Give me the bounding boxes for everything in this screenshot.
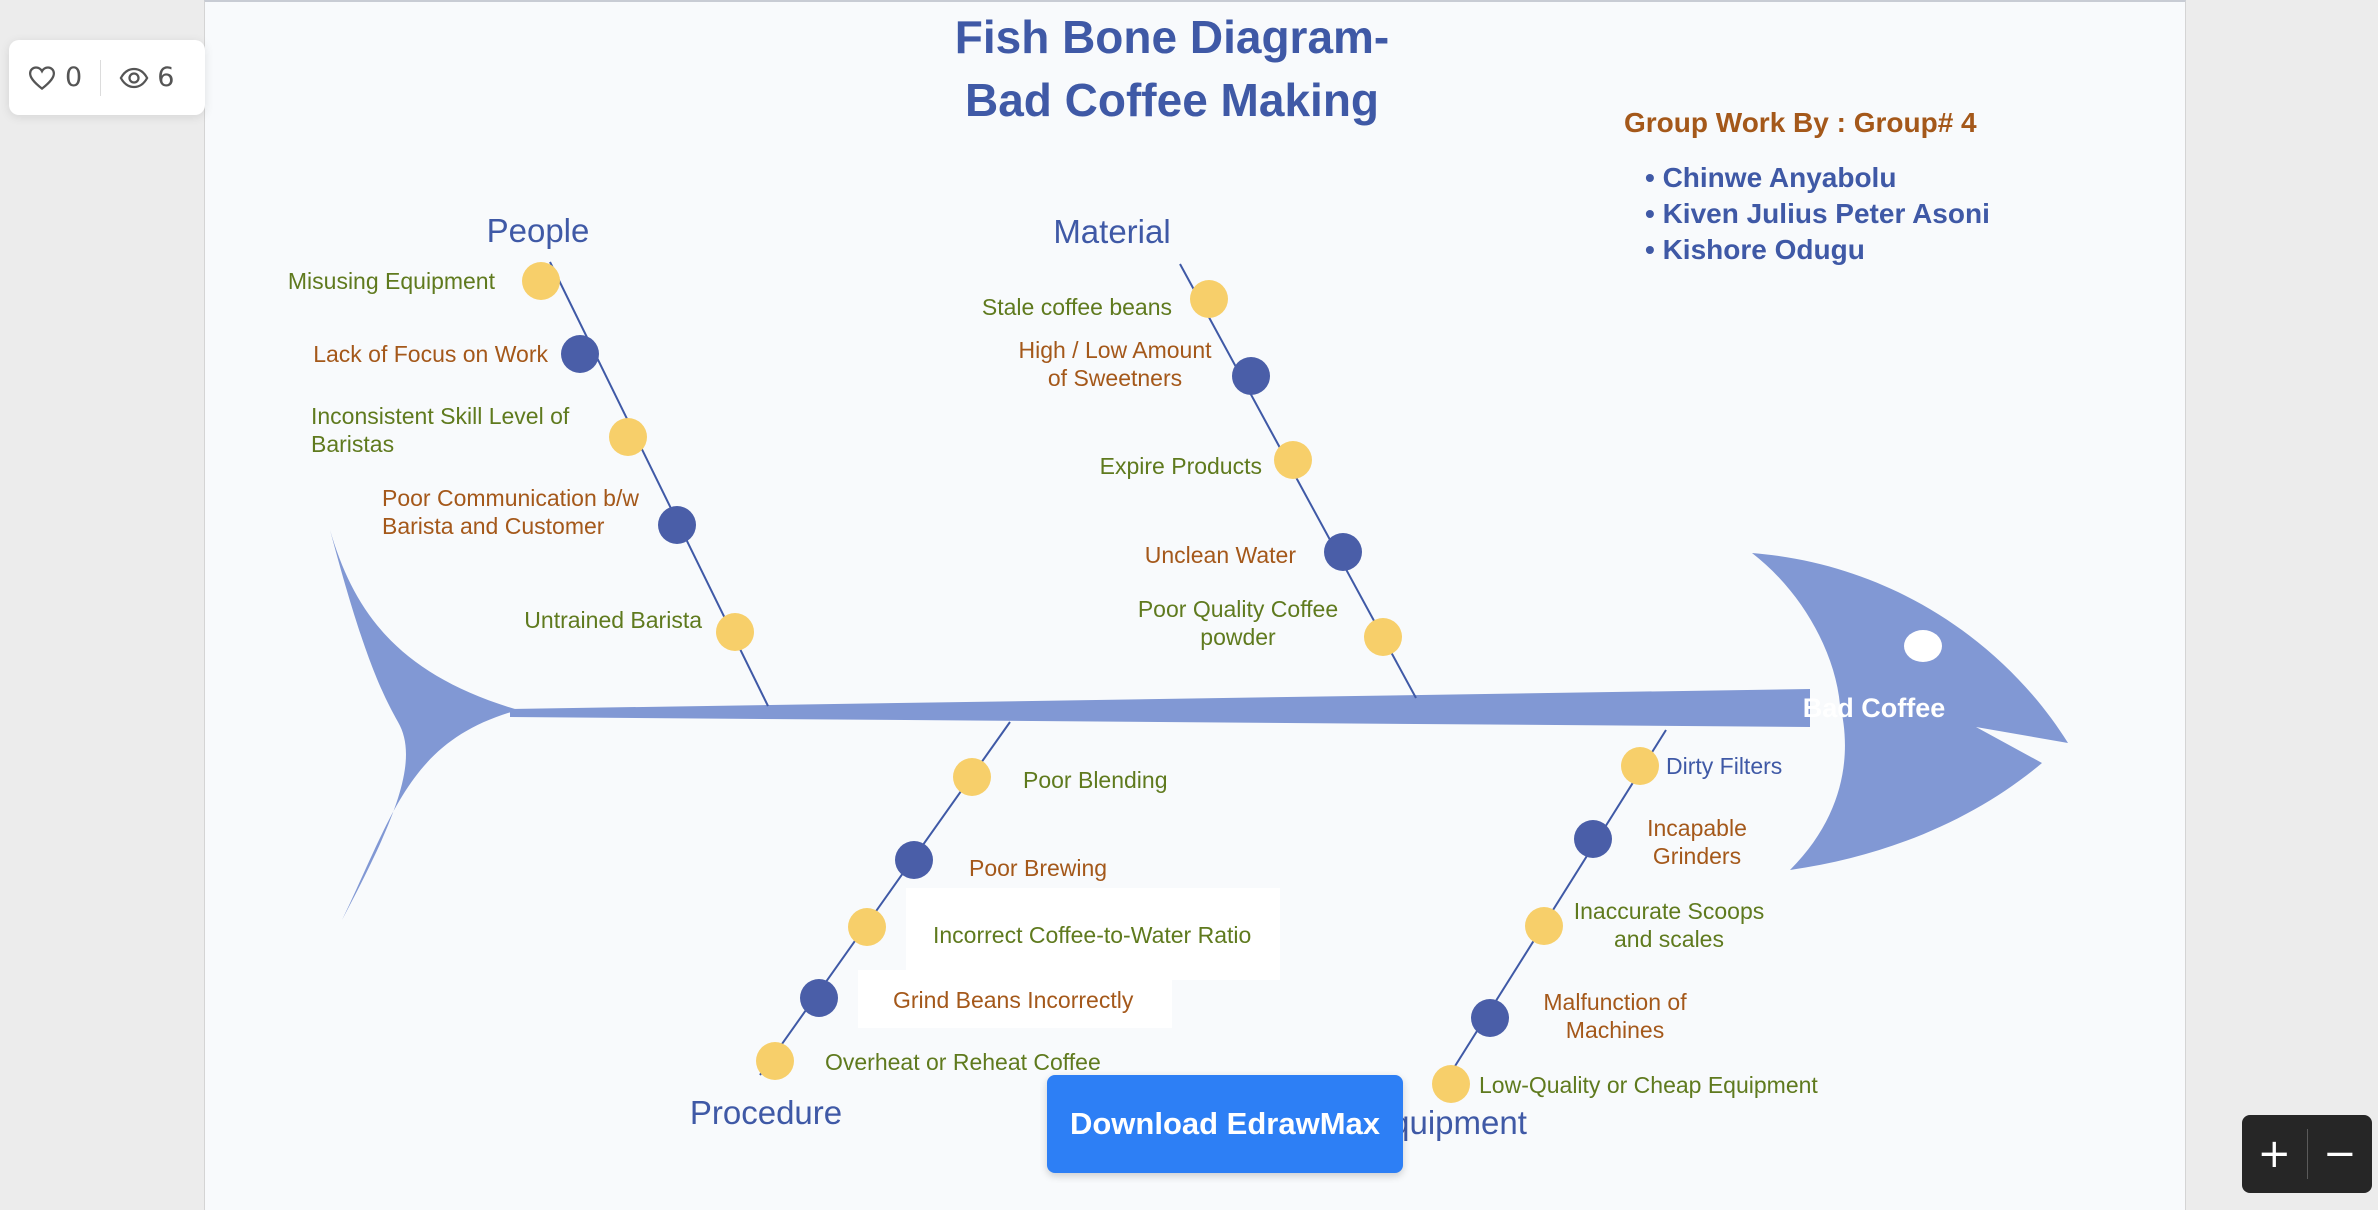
view-count: 6 bbox=[157, 62, 175, 93]
material-cause-node bbox=[1364, 618, 1402, 656]
material-cause-node bbox=[1274, 441, 1312, 479]
fish-spine bbox=[510, 689, 1810, 727]
equipment-cause-node bbox=[1621, 747, 1659, 785]
download-edrawmax-button[interactable]: Download EdrawMax bbox=[1047, 1075, 1403, 1173]
cause-label-line: and scales bbox=[1614, 926, 1724, 952]
equipment-cause-node bbox=[1432, 1065, 1470, 1103]
heart-icon bbox=[28, 65, 56, 90]
cause-label-line: Poor Brewing bbox=[969, 855, 1107, 881]
people-cause-node bbox=[609, 418, 647, 456]
people-cause-label: Misusing Equipment bbox=[288, 268, 496, 294]
procedure-cause-node bbox=[895, 841, 933, 879]
effect-label: Bad Coffee bbox=[1803, 693, 1946, 723]
cause-label-line: Inaccurate Scoops bbox=[1574, 898, 1765, 924]
cause-label-line: Grind Beans Incorrectly bbox=[893, 987, 1134, 1013]
procedure-cause-node bbox=[848, 908, 886, 946]
material-cause-node bbox=[1324, 533, 1362, 571]
cause-label-line: Poor Communication b/w bbox=[382, 485, 639, 511]
group-member-1: • Chinwe Anyabolu bbox=[1645, 162, 1896, 193]
group-member-2: • Kiven Julius Peter Asoni bbox=[1645, 198, 1990, 229]
cause-label-line: Low-Quality or Cheap Equipment bbox=[1479, 1072, 1818, 1098]
cause-label-line: Unclean Water bbox=[1145, 542, 1297, 568]
stats-divider bbox=[100, 59, 102, 96]
cause-label-line: Expire Products bbox=[1100, 453, 1262, 479]
stats-bar: 0 6 bbox=[9, 40, 205, 115]
procedure-cause-label: Overheat or Reheat Coffee bbox=[825, 1049, 1101, 1075]
equipment-cause-node bbox=[1525, 907, 1563, 945]
like-counter[interactable]: 0 bbox=[9, 58, 100, 98]
people-cause-node bbox=[658, 506, 696, 544]
cause-label-line: Poor Blending bbox=[1023, 767, 1168, 793]
equipment-cause-label: Low-Quality or Cheap Equipment bbox=[1479, 1072, 1818, 1098]
procedure-cause-node bbox=[756, 1042, 794, 1080]
cause-label-line: Incorrect Coffee-to-Water Ratio bbox=[933, 922, 1251, 948]
cause-label-line: Poor Quality Coffee bbox=[1138, 596, 1338, 622]
people-cause-node bbox=[561, 335, 599, 373]
cause-label-line: Overheat or Reheat Coffee bbox=[825, 1049, 1101, 1075]
equipment-cause-node bbox=[1471, 999, 1509, 1037]
cause-label-line: High / Low Amount bbox=[1018, 337, 1212, 363]
fish-tail bbox=[330, 530, 518, 920]
material-cause-label: Unclean Water bbox=[1145, 542, 1297, 568]
people-category-label: People bbox=[487, 212, 590, 249]
people-cause-label: Untrained Barista bbox=[524, 607, 702, 633]
material-cause-node bbox=[1232, 357, 1270, 395]
diagram-title-line-1: Fish Bone Diagram- bbox=[955, 11, 1390, 63]
people-cause-label: Lack of Focus on Work bbox=[313, 341, 548, 367]
procedure-cause-node bbox=[800, 979, 838, 1017]
cause-label-line: Misusing Equipment bbox=[288, 268, 496, 294]
material-cause-label: Expire Products bbox=[1100, 453, 1262, 479]
cause-label-line: Dirty Filters bbox=[1666, 753, 1782, 779]
cause-label-line: Lack of Focus on Work bbox=[313, 341, 548, 367]
zoom-in-button[interactable]: + bbox=[2257, 1131, 2291, 1177]
label-backdrop bbox=[858, 970, 1172, 1028]
group-member-3: • Kishore Odugu bbox=[1645, 234, 1865, 265]
fish-eye bbox=[1904, 630, 1942, 662]
eye-icon bbox=[119, 67, 149, 88]
people-cause-node bbox=[716, 613, 754, 651]
group-heading: Group Work By : Group# 4 bbox=[1624, 107, 1977, 138]
cause-label-line: Barista and Customer bbox=[382, 513, 605, 539]
cause-label-line: Machines bbox=[1566, 1017, 1664, 1043]
cause-label-line: Stale coffee beans bbox=[982, 294, 1172, 320]
cause-label-line: Baristas bbox=[311, 431, 394, 457]
zoom-controls: + − bbox=[2242, 1115, 2372, 1193]
cause-label-line: Grinders bbox=[1653, 843, 1741, 869]
people-cause-node bbox=[522, 262, 560, 300]
view-counter: 6 bbox=[101, 58, 192, 98]
material-cause-node bbox=[1190, 280, 1228, 318]
zoom-divider bbox=[2306, 1129, 2308, 1179]
cause-label-line: Inconsistent Skill Level of bbox=[311, 403, 570, 429]
material-category-label: Material bbox=[1053, 213, 1170, 250]
cause-label-line: Malfunction of bbox=[1543, 989, 1687, 1015]
like-count: 0 bbox=[65, 62, 83, 93]
diagram-title-line-2: Bad Coffee Making bbox=[965, 74, 1379, 126]
procedure-cause-label: Incorrect Coffee-to-Water Ratio bbox=[933, 922, 1251, 948]
equipment-cause-label: Dirty Filters bbox=[1666, 753, 1782, 779]
procedure-cause-node bbox=[953, 758, 991, 796]
fish-head bbox=[1752, 553, 2068, 870]
procedure-cause-label: Poor Brewing bbox=[969, 855, 1107, 881]
equipment-cause-node bbox=[1574, 820, 1612, 858]
label-backdrop bbox=[906, 888, 1280, 980]
cause-label-line: powder bbox=[1200, 624, 1276, 650]
cause-label-line: Untrained Barista bbox=[524, 607, 702, 633]
group-members: • Chinwe Anyabolu • Kiven Julius Peter As… bbox=[1645, 162, 1990, 265]
procedure-cause-label: Grind Beans Incorrectly bbox=[893, 987, 1134, 1013]
zoom-out-button[interactable]: − bbox=[2322, 1131, 2357, 1177]
cause-label-line: Incapable bbox=[1647, 815, 1747, 841]
material-cause-label: Stale coffee beans bbox=[982, 294, 1172, 320]
cause-label-line: of Sweetners bbox=[1048, 365, 1182, 391]
procedure-category-label: Procedure bbox=[690, 1094, 842, 1131]
procedure-cause-label: Poor Blending bbox=[1023, 767, 1168, 793]
